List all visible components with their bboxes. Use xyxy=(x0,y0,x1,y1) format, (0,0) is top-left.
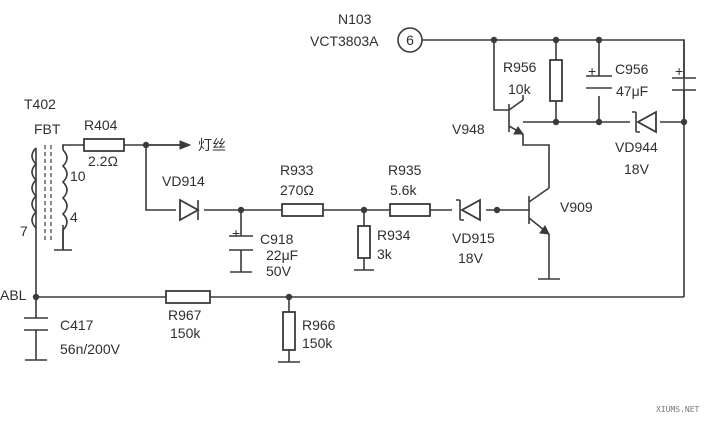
t402-pin-10: 10 xyxy=(70,168,86,184)
resistor-r404: R404 2.2Ω xyxy=(83,117,125,169)
c417-ref: C417 xyxy=(60,317,94,333)
filament-label: 灯丝 xyxy=(198,137,226,153)
r956-value: 10k xyxy=(508,81,532,97)
resistor-r934: R934 3k xyxy=(354,225,411,271)
r404-ref: R404 xyxy=(84,117,118,133)
t402-primary-coil xyxy=(31,147,38,229)
ic-part-label: VCT3803A xyxy=(310,33,379,49)
r967-ref: R967 xyxy=(168,307,202,323)
t402-type-label: FBT xyxy=(34,121,61,137)
capacitor-c918: + C918 22μF 50V xyxy=(229,225,298,279)
c-right-plus: + xyxy=(675,63,683,79)
v909-ref: V909 xyxy=(560,199,593,215)
capacitor-right: + xyxy=(672,63,696,122)
resistor-r967: R967 150k xyxy=(165,290,211,341)
r934-value: 3k xyxy=(377,246,393,262)
vd944-value: 18V xyxy=(624,161,650,177)
transformer-t402: T402 FBT 10 4 7 xyxy=(20,96,86,251)
vd915-value: 18V xyxy=(458,250,484,266)
capacitor-c417: C417 56n/200V xyxy=(24,317,121,361)
c918-plus: + xyxy=(232,225,240,241)
resistor-r935: R935 5.6k xyxy=(388,162,431,217)
r935-ref: R935 xyxy=(388,162,422,178)
r404-value: 2.2Ω xyxy=(88,153,118,169)
resistor-r956: R956 10k xyxy=(503,59,563,102)
watermark: XIUMS.NET xyxy=(656,405,700,414)
r933-ref: R933 xyxy=(280,162,314,178)
capacitor-c956: + C956 47μF xyxy=(586,61,649,99)
r967-value: 150k xyxy=(170,325,201,341)
resistor-r966: R966 150k xyxy=(278,311,336,363)
c918-ref: C918 xyxy=(260,231,294,247)
t402-pin-4: 4 xyxy=(70,209,78,225)
vd915-ref: VD915 xyxy=(452,230,495,246)
c918-value: 22μF xyxy=(266,247,298,263)
resistor-r933: R933 270Ω xyxy=(280,162,324,217)
transistor-v909: V909 xyxy=(528,187,593,280)
r966-ref: R966 xyxy=(302,317,336,333)
zener-vd915: VD915 18V xyxy=(452,198,495,266)
c956-ref: C956 xyxy=(615,61,649,77)
r935-value: 5.6k xyxy=(390,182,417,198)
filament-arrow: 灯丝 xyxy=(179,137,226,153)
ic-ref-label: N103 xyxy=(338,11,372,27)
c956-value: 47μF xyxy=(616,83,648,99)
vd914-ref: VD914 xyxy=(162,173,205,189)
t402-secondary-coil xyxy=(61,149,68,231)
c918-voltage: 50V xyxy=(266,263,292,279)
transistor-v948: V948 xyxy=(452,95,524,137)
abl-node: ABL xyxy=(0,287,27,303)
t402-ref-label: T402 xyxy=(24,96,56,112)
diode-vd914: VD914 xyxy=(162,173,205,222)
zener-vd944: VD944 18V xyxy=(615,110,658,177)
r966-value: 150k xyxy=(302,335,333,351)
t402-pin-7: 7 xyxy=(20,223,28,239)
v948-ref: V948 xyxy=(452,121,485,137)
ic-pin-circle xyxy=(397,27,423,53)
c417-value: 56n/200V xyxy=(60,341,121,357)
r934-ref: R934 xyxy=(377,227,411,243)
abl-label: ABL xyxy=(0,287,27,303)
ic-n103: N103 VCT3803A 6 xyxy=(310,11,423,53)
c956-plus: + xyxy=(588,63,596,79)
junctions xyxy=(32,36,688,301)
vd944-ref: VD944 xyxy=(615,139,658,155)
r933-value: 270Ω xyxy=(280,182,314,198)
r956-ref: R956 xyxy=(503,59,537,75)
ic-pin-number: 6 xyxy=(406,32,414,48)
